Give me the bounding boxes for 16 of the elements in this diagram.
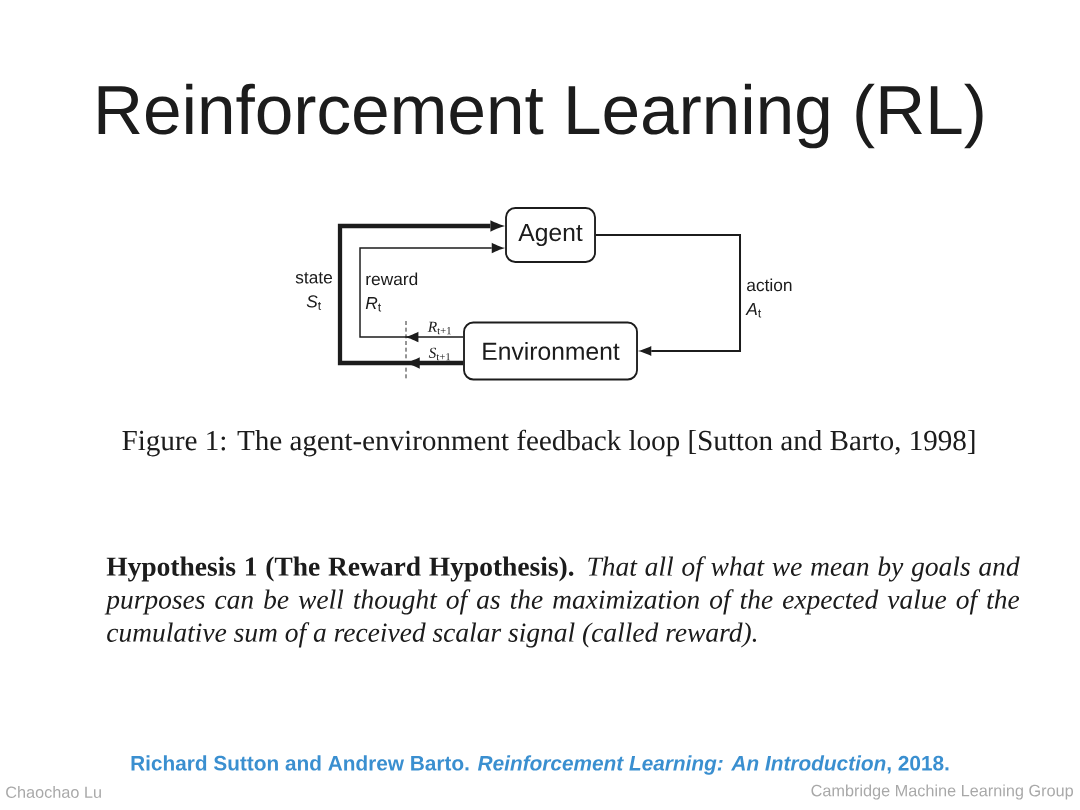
signal-label: S$_{t+1}$ (428, 347, 451, 361)
footer-text: Chaochao Lu (6, 786, 101, 798)
feedback-arrow (337, 220, 506, 369)
feedback-arrow (594, 234, 741, 356)
reference-citation: Richard Sutton and Andrew Barto. Reinforcement Learning: An Introduction, 2018. (131, 755, 949, 775)
rounded-box: Environment (463, 321, 638, 381)
feedback-arrow (359, 242, 506, 343)
signal-label: R$_{t+1}$ (427, 321, 451, 335)
edge-label: reward R$_{t}$ (365, 272, 418, 312)
edge-label: state S$_{t}$ (295, 272, 332, 310)
figure-caption: Figure 1: The agent-environment feedback loop [Sutton and Barto, 1998] (122, 429, 975, 457)
slide-title: Reinforcement Learning (RL) (98, 83, 983, 149)
rounded-box: Agent (505, 207, 596, 263)
edge-label: action A$_{t}$ (745, 278, 792, 318)
hypothesis-paragraph: Hypothesis 1 (The Reward Hypothesis). That all of what we mean by goals and purposes can be well thought of as the maximization of the expected value of the cumulative sum of a received scalar signal (called reward). (104, 556, 1020, 648)
footer-text: Cambridge Machine Learning Group (811, 784, 1073, 800)
